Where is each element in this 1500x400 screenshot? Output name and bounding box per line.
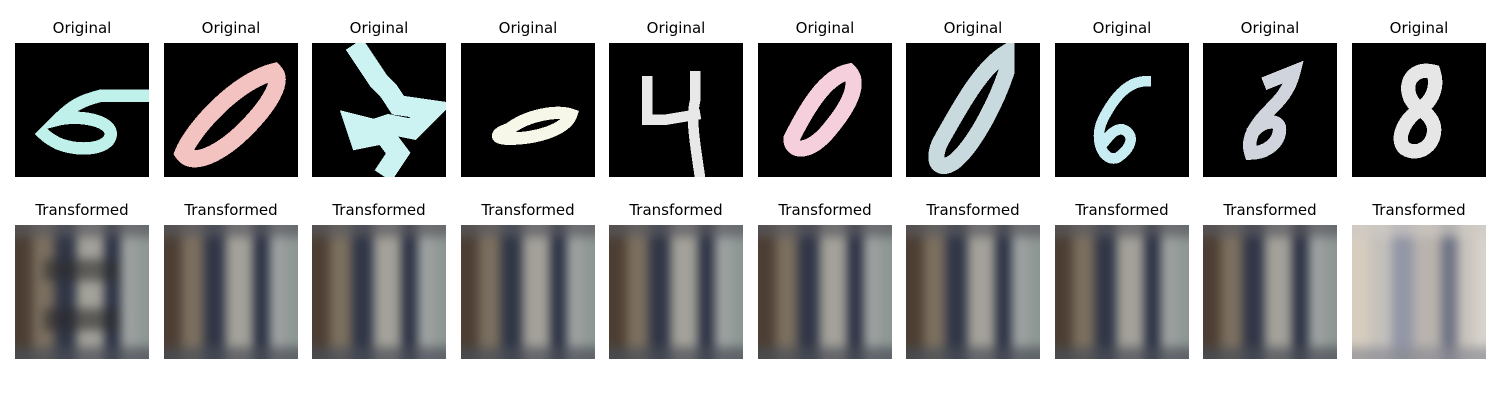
transformed-texture [1352, 225, 1486, 359]
original-digit-image [906, 43, 1040, 177]
transformed-digit-image [609, 225, 743, 359]
original-title: Original [1092, 19, 1152, 37]
transformed-title: Transformed [778, 201, 872, 219]
transformed-digit-image [906, 225, 1040, 359]
original-title: Original [52, 19, 112, 37]
original-digit-image [312, 43, 446, 177]
digit-7-stroke [312, 43, 446, 177]
digit-6-stroke [1055, 43, 1189, 177]
transformed-texture [758, 225, 892, 359]
transformed-title: Transformed [1223, 201, 1317, 219]
transformed-digit-image [1352, 225, 1486, 359]
transformed-digit-image [312, 225, 446, 359]
original-title: Original [201, 19, 261, 37]
transformed-texture [1055, 225, 1189, 359]
transformed-digit-image [758, 225, 892, 359]
transformed-title: Transformed [629, 201, 723, 219]
transformed-title: Transformed [1075, 201, 1169, 219]
original-title: Original [349, 19, 409, 37]
transformed-digit-image [1055, 225, 1189, 359]
digit-8-stroke [1352, 43, 1486, 177]
original-digit-image [609, 43, 743, 177]
transformed-digit-image [461, 225, 595, 359]
transformed-title: Transformed [926, 201, 1020, 219]
transformed-title: Transformed [481, 201, 575, 219]
transformed-texture [164, 225, 298, 359]
original-digit-image [1055, 43, 1189, 177]
original-digit-image [164, 43, 298, 177]
transformed-digit-image [15, 225, 149, 359]
transformed-digit-image [164, 225, 298, 359]
transformed-title: Transformed [1372, 201, 1466, 219]
transformed-digit-image [1203, 225, 1337, 359]
transformed-title: Transformed [332, 201, 426, 219]
original-digit-image [1203, 43, 1337, 177]
transformed-texture [312, 225, 446, 359]
original-title: Original [795, 19, 855, 37]
digit-0-stroke [461, 43, 595, 177]
digit-4-stroke [609, 43, 743, 177]
original-title: Original [1389, 19, 1449, 37]
original-digit-image [15, 43, 149, 177]
transformed-texture [906, 225, 1040, 359]
transformed-title: Transformed [184, 201, 278, 219]
original-title: Original [646, 19, 706, 37]
transformed-texture [1203, 225, 1337, 359]
original-title: Original [943, 19, 1003, 37]
digit-6-stroke [1203, 43, 1337, 177]
transformed-texture [609, 225, 743, 359]
original-digit-image [461, 43, 595, 177]
original-title: Original [1240, 19, 1300, 37]
original-digit-image [758, 43, 892, 177]
digit-0-stroke [164, 43, 298, 177]
original-digit-image [1352, 43, 1486, 177]
transformed-texture [461, 225, 595, 359]
transformed-texture [15, 225, 149, 359]
digit-5-stroke [15, 43, 149, 177]
digit-0-stroke [906, 43, 1040, 177]
digit-0-stroke [758, 43, 892, 177]
transformed-title: Transformed [35, 201, 129, 219]
original-title: Original [498, 19, 558, 37]
